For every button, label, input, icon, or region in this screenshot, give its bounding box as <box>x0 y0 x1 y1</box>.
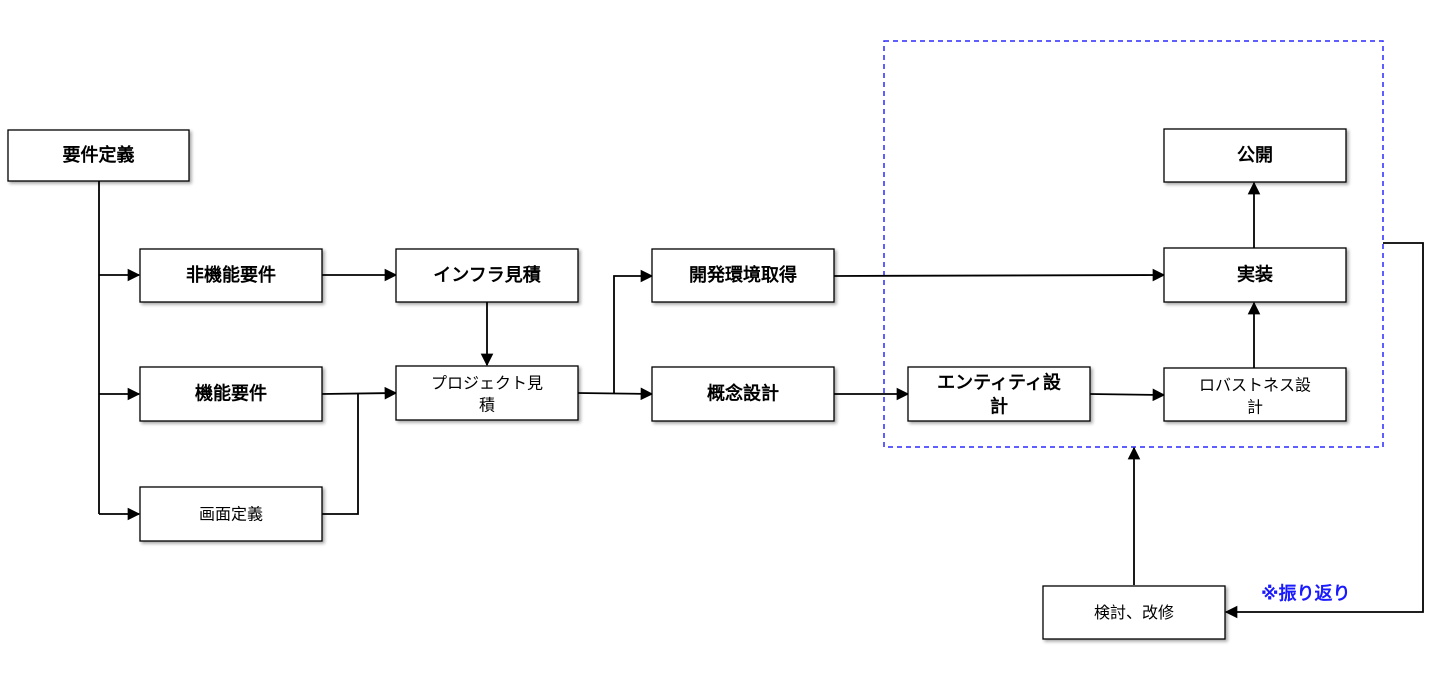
node-infra-estimate: インフラ見積 <box>395 248 579 303</box>
edges <box>98 181 1424 619</box>
node-robustness-design: ロバストネス設 計 <box>1163 367 1347 422</box>
node-requirements-definition: 要件定義 <box>7 129 190 182</box>
node-label: 要件定義 <box>63 144 135 166</box>
node-conceptual-design: 概念設計 <box>651 366 835 422</box>
node-label: 画面定義 <box>199 505 263 524</box>
edge-dev-env-to-implementation <box>833 268 1166 282</box>
node-non-functional-requirements: 非機能要件 <box>139 248 323 303</box>
node-review-revision: 検討、改修 <box>1042 585 1226 640</box>
retrospective-note: ※振り返り <box>1261 583 1351 605</box>
node-functional-requirements: 機能要件 <box>139 366 323 422</box>
node-label-line-2: 計 <box>1247 398 1263 417</box>
node-dev-env-acquisition: 開発環境取得 <box>651 248 835 303</box>
node-label-line-1: プロジェクト見 <box>431 374 543 393</box>
node-label: 検討、改修 <box>1094 603 1174 622</box>
node-label: 実装 <box>1237 264 1273 286</box>
edge-functional-to-project-estimate <box>321 386 398 400</box>
edge-screen-definition-to-project-estimate <box>322 393 359 515</box>
node-label: 非機能要件 <box>186 264 276 286</box>
node-entity-design: エンティティ設 計 <box>907 366 1091 422</box>
edge-group-to-review-revision <box>1224 242 1424 619</box>
node-label-line-2: 計 <box>990 396 1008 418</box>
node-implementation: 実装 <box>1163 247 1347 303</box>
node-label: 概念設計 <box>707 383 779 405</box>
edge-entity-to-robustness-design <box>1089 388 1166 402</box>
edge-project-estimate-to-conceptual-design <box>577 387 654 401</box>
node-release: 公開 <box>1163 128 1347 183</box>
node-label: 開発環境取得 <box>689 264 797 286</box>
node-label-line-1: エンティティ設 <box>937 372 1062 394</box>
edge-project-estimate-to-dev-env <box>613 269 654 393</box>
node-label-line-2: 積 <box>479 396 495 415</box>
node-label: 公開 <box>1237 145 1273 166</box>
node-label: インフラ見積 <box>433 264 541 286</box>
node-screen-definition: 画面定義 <box>139 486 323 542</box>
node-label: 機能要件 <box>195 383 267 405</box>
node-label-line-1: ロバストネス設 <box>1199 376 1311 395</box>
node-project-estimate: プロジェクト見 積 <box>395 365 579 421</box>
